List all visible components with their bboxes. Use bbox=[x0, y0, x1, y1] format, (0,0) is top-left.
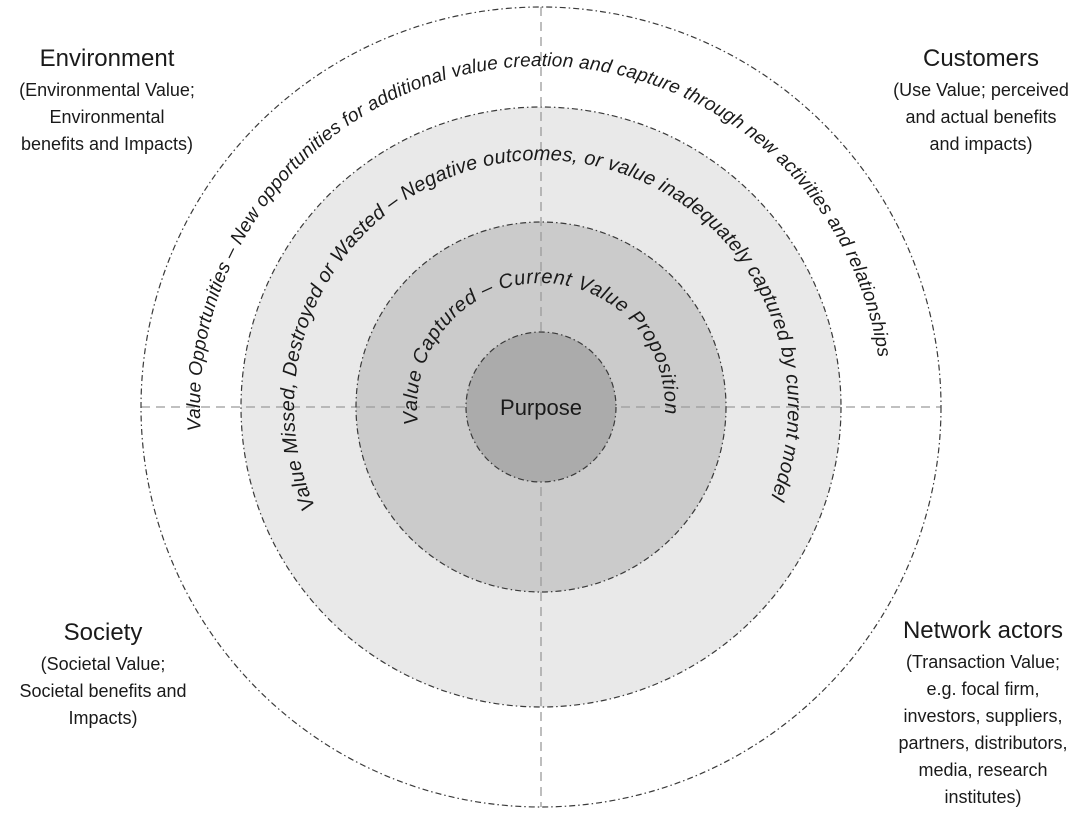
network-actors-title: Network actors bbox=[902, 617, 1064, 644]
stakeholder-customers: Customers (Use Value; perceived and actu… bbox=[871, 44, 1087, 158]
customers-title: Customers bbox=[922, 45, 1040, 72]
purpose-circle bbox=[466, 332, 616, 482]
environment-title: Environment bbox=[39, 45, 175, 72]
outline-outer bbox=[140, 6, 942, 808]
outline-purpose bbox=[465, 331, 617, 483]
purpose-label: Purpose bbox=[500, 395, 582, 420]
ring-outlines bbox=[140, 6, 942, 808]
outline-second bbox=[355, 221, 727, 593]
outline-third bbox=[240, 106, 842, 708]
stakeholder-environment: Environment (Environmental Value; Enviro… bbox=[0, 44, 217, 158]
society-title: Society bbox=[63, 619, 143, 646]
customers-description: (Use Value; perceived and actual benefit… bbox=[893, 80, 1069, 154]
stakeholder-network-actors: Network actors (Transaction Value; e.g. … bbox=[863, 616, 1087, 811]
environment-description: (Environmental Value; Environmental bene… bbox=[19, 80, 195, 154]
network-actors-description: (Transaction Value; e.g. focal firm, inv… bbox=[898, 652, 1068, 807]
society-description: (Societal Value; Societal benefits and I… bbox=[19, 654, 187, 728]
stakeholder-society: Society (Societal Value; Societal benefi… bbox=[0, 618, 210, 732]
